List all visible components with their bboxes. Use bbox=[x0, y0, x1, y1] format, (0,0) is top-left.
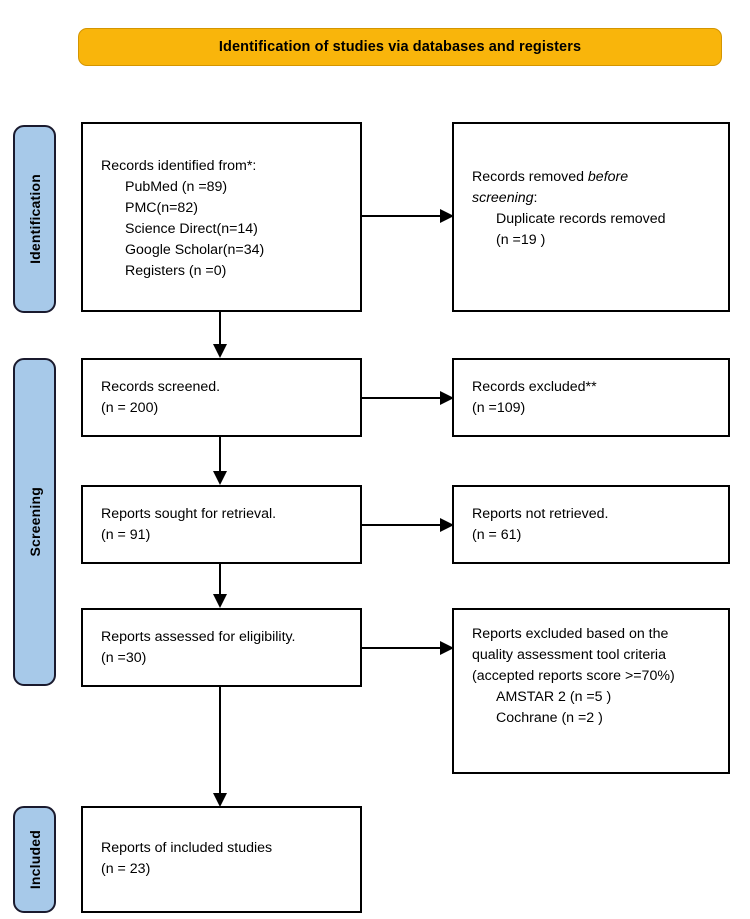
box-reports-not-retrieved: Reports not retrieved. (n = 61) bbox=[452, 485, 730, 564]
reports-included-count: (n = 23) bbox=[101, 861, 151, 877]
records-removed-italic-screening: screening bbox=[472, 190, 534, 206]
box-records-screened-body: Records screened. (n = 200) bbox=[101, 377, 352, 419]
arrow-screened-to-sought bbox=[212, 437, 228, 485]
quality-excluded-amstar2: AMSTAR 2 (n =5 ) bbox=[496, 689, 612, 705]
box-reports-assessed: Reports assessed for eligibility. (n =30… bbox=[81, 608, 362, 687]
arrow-assessed-to-included bbox=[212, 687, 228, 807]
quality-excluded-cochrane: Cochrane (n =2 ) bbox=[496, 710, 603, 726]
records-removed-duplicates-count: (n =19 ) bbox=[496, 232, 546, 248]
stage-label-screening: Screening bbox=[13, 358, 56, 686]
records-identified-source-pmc: PMC(n=82) bbox=[125, 200, 198, 216]
box-reports-sought-body: Reports sought for retrieval. (n = 91) bbox=[101, 504, 352, 546]
reports-assessed-label: Reports assessed for eligibility. bbox=[101, 629, 296, 645]
records-removed-line2: screening: bbox=[472, 188, 720, 209]
box-records-removed: Records removed before screening: Duplic… bbox=[452, 122, 730, 312]
reports-not-retrieved-count: (n = 61) bbox=[472, 527, 522, 543]
records-excluded-count: (n =109) bbox=[472, 400, 526, 416]
stage-label-identification: Identification bbox=[13, 125, 56, 313]
arrow-sought-to-assessed bbox=[212, 564, 228, 608]
stage-label-identification-text: Identification bbox=[26, 174, 43, 264]
quality-excluded-line3: (accepted reports score >=70%) bbox=[472, 668, 675, 684]
diagram-header-banner: Identification of studies via databases … bbox=[78, 28, 722, 66]
arrow-assessed-to-quality-excluded bbox=[362, 640, 454, 656]
quality-excluded-line1: Reports excluded based on the bbox=[472, 626, 669, 642]
records-identified-source-google-scholar: Google Scholar(n=34) bbox=[125, 242, 265, 258]
reports-sought-count: (n = 91) bbox=[101, 527, 151, 543]
arrow-screened-to-excluded bbox=[362, 390, 454, 406]
stage-label-screening-text: Screening bbox=[26, 487, 43, 557]
box-reports-sought: Reports sought for retrieval. (n = 91) bbox=[81, 485, 362, 564]
records-excluded-label: Records excluded** bbox=[472, 379, 597, 395]
diagram-title: Identification of studies via databases … bbox=[218, 39, 582, 55]
box-reports-included-body: Reports of included studies (n = 23) bbox=[101, 838, 352, 880]
records-removed-prefix: Records removed bbox=[472, 169, 588, 185]
stage-label-included-text: Included bbox=[26, 829, 43, 890]
records-identified-heading: Records identified from*: bbox=[101, 158, 257, 174]
box-records-identified: Records identified from*: PubMed (n =89)… bbox=[81, 122, 362, 312]
box-records-excluded: Records excluded** (n =109) bbox=[452, 358, 730, 437]
reports-included-label: Reports of included studies bbox=[101, 840, 273, 856]
records-identified-source-science-direct: Science Direct(n=14) bbox=[125, 221, 258, 237]
records-identified-source-pubmed: PubMed (n =89) bbox=[125, 179, 228, 195]
box-records-screened: Records screened. (n = 200) bbox=[81, 358, 362, 437]
records-screened-count: (n = 200) bbox=[101, 400, 159, 416]
records-removed-duplicates: Duplicate records removed bbox=[496, 211, 666, 227]
records-removed-line1: Records removed before bbox=[472, 167, 720, 188]
arrow-identified-to-removed bbox=[362, 208, 454, 224]
box-reports-not-retrieved-body: Reports not retrieved. (n = 61) bbox=[472, 504, 720, 546]
records-removed-italic-before: before bbox=[587, 169, 629, 185]
records-identified-source-registers: Registers (n =0) bbox=[125, 263, 227, 279]
stage-label-included: Included bbox=[13, 806, 56, 913]
records-screened-label: Records screened. bbox=[101, 379, 221, 395]
reports-assessed-count: (n =30) bbox=[101, 650, 147, 666]
box-records-identified-body: Records identified from*: PubMed (n =89)… bbox=[101, 156, 352, 282]
box-records-removed-body: Records removed before screening: Duplic… bbox=[472, 167, 720, 251]
reports-not-retrieved-label: Reports not retrieved. bbox=[472, 506, 609, 522]
arrow-identified-to-screened bbox=[212, 312, 228, 358]
records-removed-colon: : bbox=[533, 190, 538, 206]
quality-excluded-line2: quality assessment tool criteria bbox=[472, 647, 666, 663]
box-records-excluded-body: Records excluded** (n =109) bbox=[472, 377, 720, 419]
arrow-sought-to-not-retrieved bbox=[362, 517, 454, 533]
box-reports-quality-excluded: Reports excluded based on the quality as… bbox=[452, 608, 730, 774]
box-reports-included: Reports of included studies (n = 23) bbox=[81, 806, 362, 913]
reports-sought-label: Reports sought for retrieval. bbox=[101, 506, 277, 522]
box-reports-assessed-body: Reports assessed for eligibility. (n =30… bbox=[101, 627, 352, 669]
box-reports-quality-excluded-body: Reports excluded based on the quality as… bbox=[472, 624, 720, 729]
